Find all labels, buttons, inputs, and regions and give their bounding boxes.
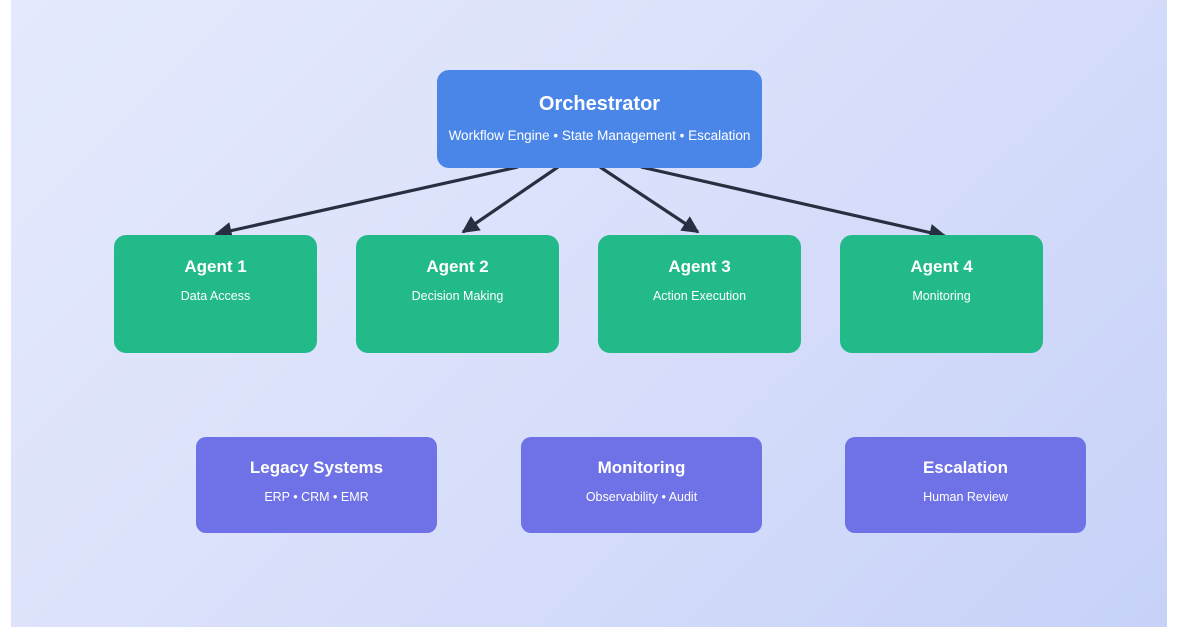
monitoring-node: Monitoring Observability • Audit [521,437,762,533]
agent-4-node: Agent 4 Monitoring [840,235,1043,353]
escalation-subtitle: Human Review [923,490,1008,504]
legacy-systems-node: Legacy Systems ERP • CRM • EMR [196,437,437,533]
orchestrator-title: Orchestrator [538,93,661,115]
agent-4-subtitle: Monitoring [912,289,971,303]
legacy-systems-subtitle: ERP • CRM • EMR [264,490,369,504]
orchestrator-subtitle: Workflow Engine • State Management • Esc… [448,128,751,143]
agent-1-title: Agent 1 [184,257,247,276]
legacy-systems-title: Legacy Systems [249,458,384,477]
monitoring-subtitle: Observability • Audit [585,490,698,504]
agent-3-title: Agent 3 [668,257,731,276]
agent-1-node: Agent 1 Data Access [114,235,317,353]
orchestrator-node: Orchestrator Workflow Engine • State Man… [437,70,762,168]
agent-4-title: Agent 4 [910,257,973,276]
agent-3-node: Agent 3 Action Execution [598,235,801,353]
agent-1-subtitle: Data Access [180,289,251,303]
escalation-title: Escalation [922,458,1009,477]
agent-2-title: Agent 2 [426,257,489,276]
agent-2-subtitle: Decision Making [411,289,504,303]
monitoring-title: Monitoring [597,458,686,477]
escalation-node: Escalation Human Review [845,437,1086,533]
agent-3-subtitle: Action Execution [652,289,747,303]
agent-2-node: Agent 2 Decision Making [356,235,559,353]
